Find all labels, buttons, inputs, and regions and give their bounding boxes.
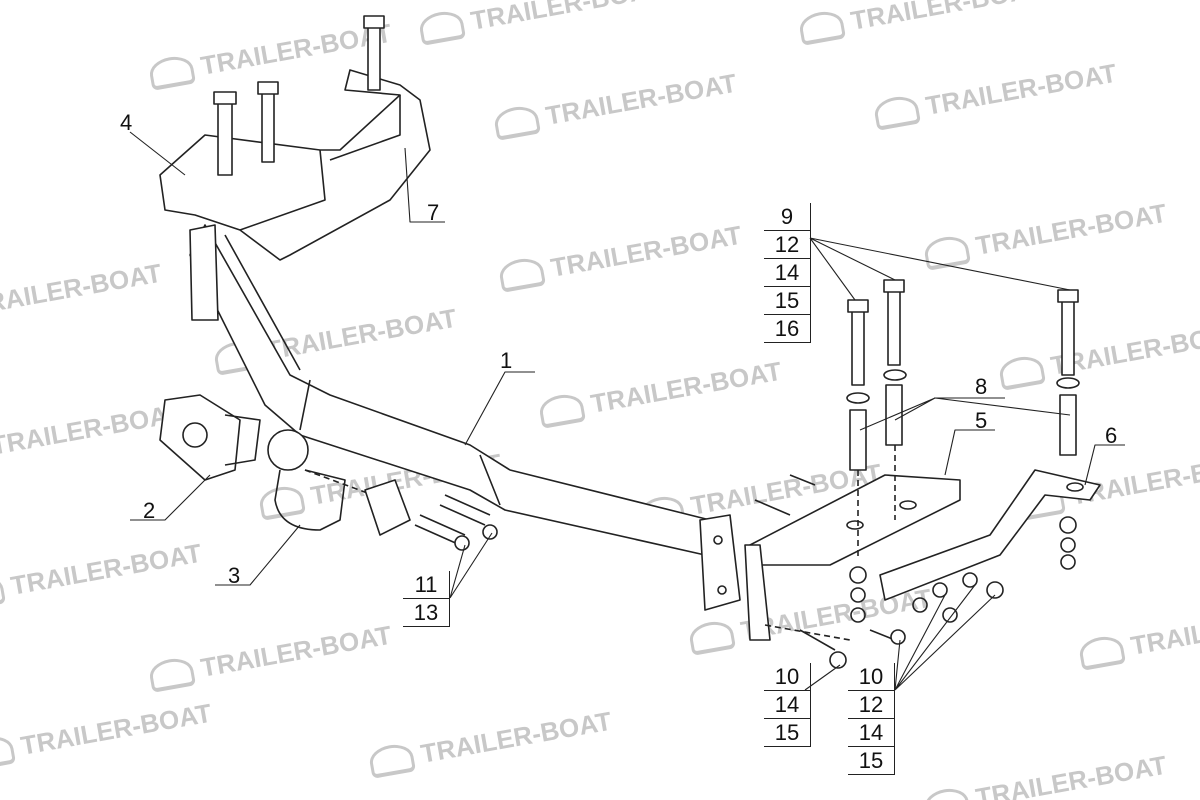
vertical-bolts: [846, 279, 1080, 623]
tow-ball: [267, 429, 411, 536]
part-label-5: 5: [975, 408, 988, 433]
part-number-cell: 15: [764, 287, 810, 315]
part-label-2: 2: [143, 498, 156, 523]
part-label-6: 6: [1105, 423, 1118, 448]
lower-bolts: [754, 474, 1004, 669]
part-number-cell: 13: [403, 599, 449, 627]
leader-lines: [129, 131, 1125, 691]
part-label-7: 7: [427, 200, 440, 225]
ball-bolts: [414, 494, 498, 551]
part-number-cell: 16: [764, 315, 810, 343]
part-number-cell: 10: [764, 663, 810, 691]
part-label-3: 3: [228, 563, 241, 588]
socket-plate: [159, 394, 261, 481]
mounting-bracket: [159, 15, 431, 321]
part-number-cell: 12: [764, 231, 810, 259]
part-number-cell: 11: [403, 571, 449, 599]
part-number-cell: 9: [764, 203, 810, 231]
part-number-cell: 14: [764, 691, 810, 719]
part-label-1: 1: [500, 348, 513, 373]
part-label-4: 4: [120, 110, 133, 135]
part-label-8: 8: [975, 374, 988, 399]
main-beam: [189, 224, 741, 611]
part-number-cell: 15: [848, 747, 894, 775]
part-number-cell: 14: [848, 719, 894, 747]
part-number-cell: 15: [764, 719, 810, 747]
side-plate: [744, 474, 961, 641]
part-number-cell: 14: [764, 259, 810, 287]
part-number-cell: 12: [848, 691, 894, 719]
side-bracket: [879, 469, 1101, 601]
part-number-cell: 10: [848, 663, 894, 691]
